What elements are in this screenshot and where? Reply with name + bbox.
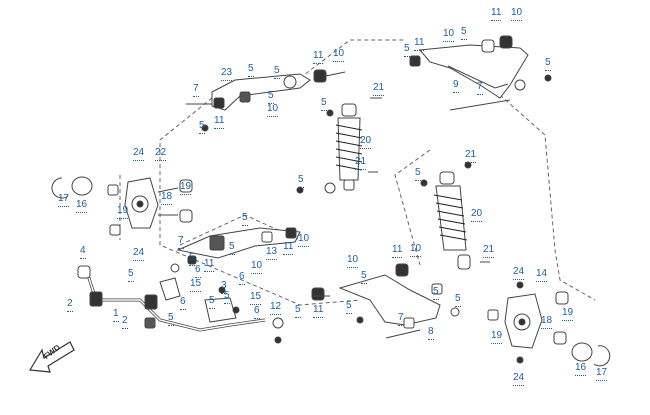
shock-absorber-upper [324,103,363,194]
callout-10[interactable]: 10 [347,255,359,268]
callout-11[interactable]: 11 [283,242,294,255]
callout-5[interactable]: 5 [248,64,254,77]
callout-20[interactable]: 20 [471,209,483,222]
callout-11[interactable]: 11 [491,8,502,21]
callout-16[interactable]: 16 [575,363,587,376]
callout-5[interactable]: 5 [415,168,421,181]
assembly-guides [119,39,596,306]
callout-16[interactable]: 16 [76,200,88,213]
callout-17[interactable]: 17 [596,368,608,381]
callout-10[interactable]: 10 [298,234,310,247]
lower-arm-right [311,263,460,339]
callout-21[interactable]: 21 [465,150,477,163]
callout-6[interactable]: 6 [180,297,186,310]
callout-5[interactable]: 5 [295,305,301,318]
callout-5[interactable]: 5 [298,175,304,188]
callout-18[interactable]: 18 [161,192,173,205]
shock-absorber-lower [433,171,471,270]
callout-5[interactable]: 5 [545,58,551,71]
callout-5[interactable]: 5 [455,294,461,307]
callout-2[interactable]: 2 [67,299,73,312]
callout-17[interactable]: 17 [58,194,70,207]
callout-5[interactable]: 5 [128,269,134,282]
callout-2[interactable]: 2 [122,316,128,329]
callout-7[interactable]: 7 [398,313,404,326]
callout-1[interactable]: 1 [113,309,119,322]
callout-19[interactable]: 19 [491,331,503,344]
callout-5[interactable]: 5 [224,291,230,304]
callout-19[interactable]: 19 [562,308,574,321]
callout-5[interactable]: 5 [274,66,280,79]
callout-15[interactable]: 15 [250,292,262,305]
callout-4[interactable]: 4 [80,246,86,259]
upper-arm-right [409,35,529,111]
callout-6[interactable]: 6 [239,272,245,285]
stabilizer-bar [77,265,266,332]
callout-5[interactable]: 5 [242,213,248,226]
callout-5[interactable]: 5 [361,271,367,284]
callout-14[interactable]: 14 [536,269,548,282]
callout-11[interactable]: 11 [204,259,215,272]
callout-3[interactable]: 3 [221,281,227,294]
upper-arm-left [186,69,346,111]
callout-21[interactable]: 21 [373,83,385,96]
callout-13[interactable]: 13 [266,247,278,260]
callout-11[interactable]: 11 [414,38,425,51]
callout-11[interactable]: 11 [392,245,403,258]
callout-5[interactable]: 5 [321,98,327,111]
callout-10[interactable]: 10 [443,29,455,42]
callout-5[interactable]: 5 [199,121,205,134]
callout-10[interactable]: 10 [267,104,279,117]
callout-11[interactable]: 11 [313,305,324,318]
callout-5[interactable]: 5 [168,313,174,326]
callout-7[interactable]: 7 [193,84,199,97]
callout-19[interactable]: 19 [117,206,129,219]
knuckle-left [51,176,193,236]
callout-10[interactable]: 10 [333,49,345,62]
callout-24[interactable]: 24 [513,267,525,280]
callout-5[interactable]: 5 [461,27,467,40]
callout-5[interactable]: 5 [404,44,410,57]
callout-11[interactable]: 11 [214,116,225,129]
callout-24[interactable]: 24 [513,373,525,386]
callout-24[interactable]: 24 [133,148,145,161]
callout-20[interactable]: 20 [360,136,372,149]
callout-7[interactable]: 7 [178,236,184,249]
callout-5[interactable]: 5 [189,253,195,266]
callout-6[interactable]: 6 [254,306,260,319]
hardware-bolts [201,74,552,344]
callout-22[interactable]: 22 [155,148,167,161]
callout-24[interactable]: 24 [133,248,145,261]
callout-9[interactable]: 9 [453,80,459,93]
callout-5[interactable]: 5 [268,91,274,104]
callout-15[interactable]: 15 [190,279,202,292]
callout-10[interactable]: 10 [251,261,263,274]
callout-10[interactable]: 10 [511,8,523,21]
callout-5[interactable]: 5 [229,242,235,255]
callout-18[interactable]: 18 [541,316,553,329]
callout-7[interactable]: 7 [477,82,483,95]
callout-23[interactable]: 23 [221,68,233,81]
callout-10[interactable]: 10 [410,244,422,257]
callout-5[interactable]: 5 [209,296,215,309]
lower-arm-left [170,227,301,273]
callout-19[interactable]: 19 [180,182,192,195]
callout-21[interactable]: 21 [483,245,495,258]
callout-5[interactable]: 5 [433,287,439,300]
callout-11[interactable]: 11 [313,51,324,64]
knuckle-right [487,281,611,367]
forward-arrow-icon [28,341,75,373]
callout-5[interactable]: 5 [346,301,352,314]
callout-21[interactable]: 21 [355,157,367,170]
callout-8[interactable]: 8 [428,327,434,340]
callout-12[interactable]: 12 [270,302,282,315]
callout-6[interactable]: 6 [195,265,201,278]
